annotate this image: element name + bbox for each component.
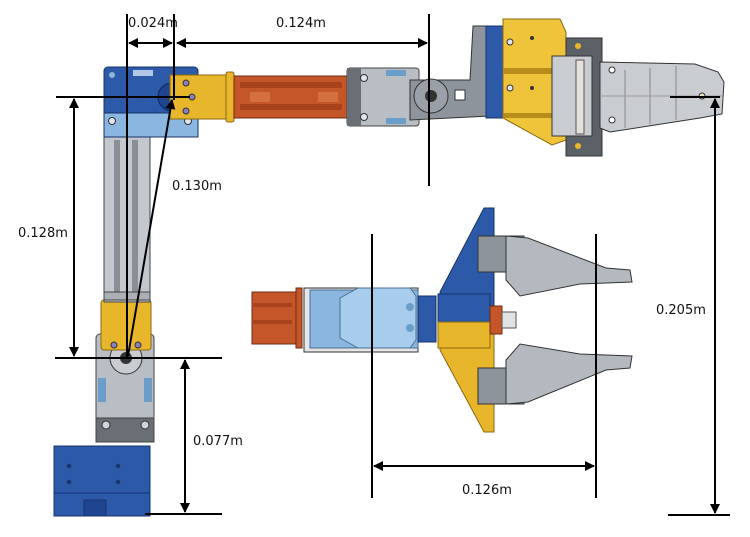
gripper-body <box>551 37 603 157</box>
label-shoulder-offset: 0.024m <box>128 16 178 31</box>
front-finger-lower <box>477 343 633 405</box>
label-gripper-reach: 0.205m <box>656 303 706 318</box>
base-servo <box>95 333 155 443</box>
wrist-plate <box>409 25 491 121</box>
front-coupler <box>417 295 437 343</box>
dim-diagonal-link <box>127 99 176 357</box>
label-upper-link: 0.124m <box>276 16 326 31</box>
front-hub <box>489 305 517 335</box>
front-orange-link <box>251 287 303 349</box>
label-base-height: 0.077m <box>193 434 243 449</box>
base-block <box>53 445 151 517</box>
dimension-lines <box>55 14 730 516</box>
front-finger-upper <box>477 235 633 297</box>
forearm-link <box>233 75 349 119</box>
gripper-front-view <box>251 207 633 433</box>
wrist-servo <box>346 67 420 127</box>
label-vertical-link: 0.128m <box>18 226 68 241</box>
label-gripper-width: 0.126m <box>462 483 512 498</box>
label-diagonal-link: 0.130m <box>172 179 222 194</box>
arm-side-view <box>53 18 725 517</box>
front-servo <box>303 287 419 353</box>
